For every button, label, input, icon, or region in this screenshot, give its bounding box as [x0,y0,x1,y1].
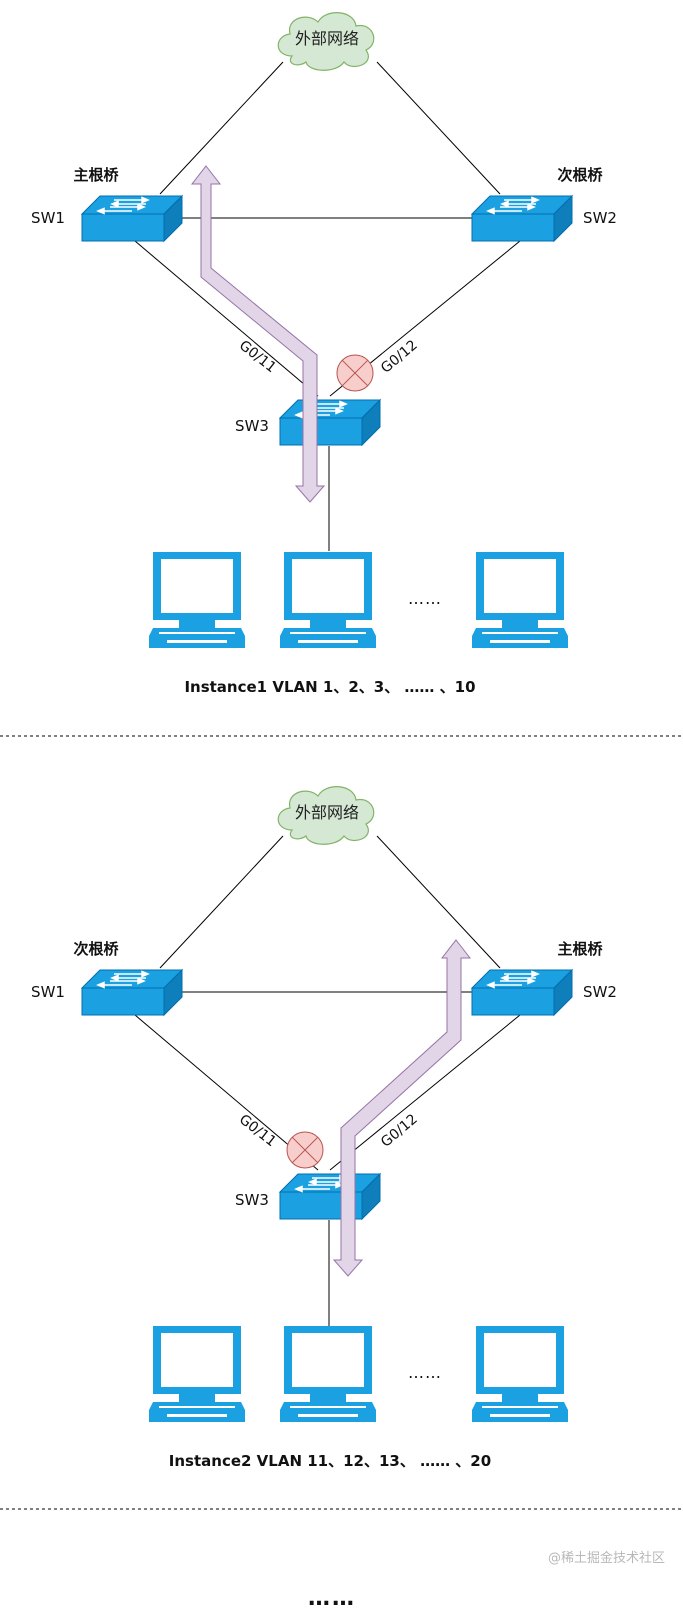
sw3-name-label: SW3 [235,417,269,435]
sw1-name-label: SW1 [31,209,65,227]
pc-ellipsis: …… [408,1363,442,1382]
blocked-port-icon [286,1131,324,1169]
switch-icon-sw3 [279,399,381,446]
switch-icon-sw1 [81,969,183,1016]
pc-icon-2 [280,552,376,648]
diagram-instance1: 外部网络 主根桥 SW1 次根桥 SW2 SW3 G0/11 G0/12 …… … [31,12,617,696]
port-label-g0-12: G0/12 [378,1111,421,1150]
sw2-role-label: 主根桥 [557,940,603,958]
pc-icon-3 [472,552,568,648]
port-label-g0-12: G0/12 [378,337,421,376]
traffic-path-arrow [190,165,326,503]
sw1-role-label: 次根桥 [73,940,119,958]
sw3-name-label: SW3 [235,1191,269,1209]
cloud-label: 外部网络 [295,803,359,822]
sw1-role-label: 主根桥 [73,166,119,184]
watermark-text: @稀土掘金技术社区 [548,1550,665,1566]
pc-icon-1 [149,552,245,648]
pc-icon-1 [149,1326,245,1422]
sw2-name-label: SW2 [583,983,617,1001]
sw1-name-label: SW1 [31,983,65,1001]
pc-ellipsis: …… [408,589,442,608]
instance-caption: Instance2 VLAN 11、12、13、 …… 、20 [169,1452,491,1470]
sw2-role-label: 次根桥 [557,166,603,184]
instance-caption: Instance1 VLAN 1、2、3、 …… 、10 [184,678,475,696]
link-cloud-sw2 [376,835,501,969]
port-label-g0-11: G0/11 [236,338,279,377]
diagram-instance2: 外部网络 次根桥 SW1 主根桥 SW2 SW3 G0/11 G0/12 …… … [31,786,617,1470]
blocked-port-icon [336,354,374,392]
sw2-name-label: SW2 [583,209,617,227]
link-sw1-sw3 [134,240,319,397]
cloud-label: 外部网络 [295,29,359,48]
link-sw2-sw3 [329,1014,521,1171]
switch-icon-sw2 [471,195,573,242]
link-cloud-sw2 [376,61,501,195]
link-cloud-sw1 [159,61,284,195]
switch-icon-sw1 [81,195,183,242]
port-label-g0-11: G0/11 [236,1112,279,1151]
link-cloud-sw1 [159,835,284,969]
switch-icon-sw3 [279,1173,381,1220]
traffic-path-arrow [332,939,472,1277]
pc-icon-3 [472,1326,568,1422]
more-instances-indicator: …… [308,1586,356,1611]
pc-icon-2 [280,1326,376,1422]
switch-icon-sw2 [471,969,573,1016]
